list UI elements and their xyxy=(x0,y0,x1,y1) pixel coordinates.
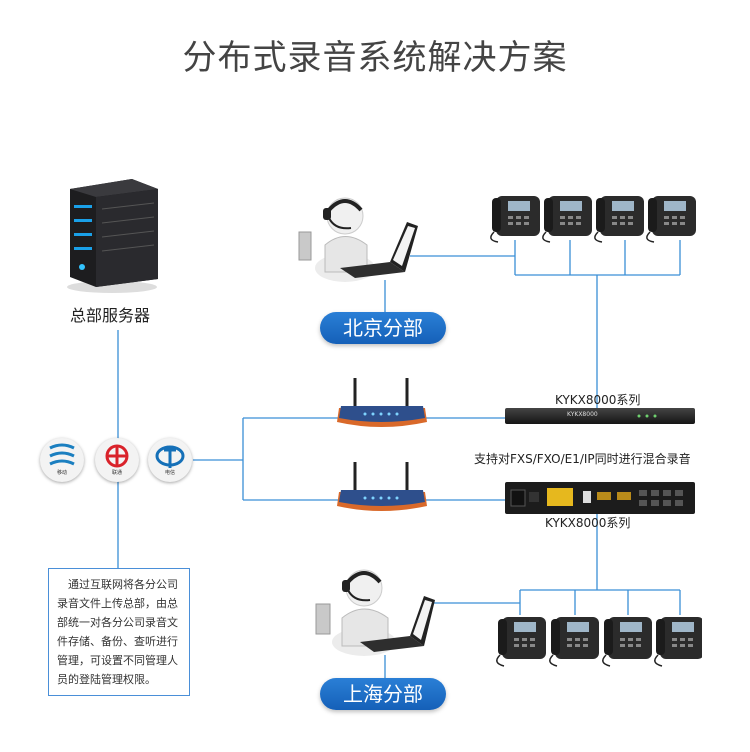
device-label-top: KYKX8000系列 xyxy=(555,393,641,407)
recorder-device-back xyxy=(505,482,695,514)
carrier-name: 移动 xyxy=(56,470,67,476)
operator-icon xyxy=(315,569,435,656)
server-label: 总部服务器 xyxy=(70,306,151,325)
china-unicom-icon xyxy=(105,444,129,468)
china-telecom-icon xyxy=(155,445,185,468)
device-panel-text: KYKX8000 xyxy=(567,411,598,418)
carrier-logo-unicom: 联通 xyxy=(95,438,139,482)
device-label-bottom: KYKX8000系列 xyxy=(545,516,631,530)
carrier-logo-telecom: 电信 xyxy=(148,438,192,482)
carrier-name: 联通 xyxy=(111,470,122,476)
shanghai-branch-label: 上海分部 xyxy=(320,678,446,710)
carrier-logo-mobile: 移动 xyxy=(40,438,84,482)
recorder-device-front: KYKX8000 xyxy=(505,408,695,424)
led-indicators xyxy=(637,414,657,418)
page-title: 分布式录音系统解决方案 xyxy=(182,38,568,78)
china-mobile-icon xyxy=(49,443,75,466)
description-note: 通过互联网将各分公司录音文件上传总部，由总部统一对各分公司录音文件存储、备份、查… xyxy=(48,568,190,696)
server-icon xyxy=(67,179,158,293)
phone-group-beijing xyxy=(490,195,696,243)
carrier-name: 电信 xyxy=(164,470,175,476)
router-icon xyxy=(337,378,427,427)
operator-icon xyxy=(298,197,418,282)
phone-group-shanghai xyxy=(496,616,702,667)
mixed-recording-label: 支持对FXS/FXO/E1/IP同时进行混合录音 xyxy=(474,452,691,466)
router-icon xyxy=(337,462,427,511)
beijing-branch-label: 北京分部 xyxy=(320,312,446,344)
